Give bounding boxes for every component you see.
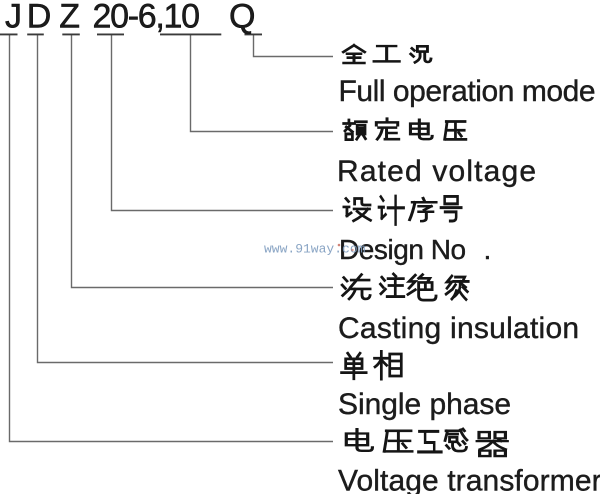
- svg-text:Single phase: Single phase: [338, 388, 511, 421]
- svg-text:D: D: [27, 0, 52, 36]
- svg-text:Voltage transformer: Voltage transformer: [338, 465, 600, 494]
- svg-text:Q: Q: [229, 0, 255, 36]
- svg-text:20-6,10: 20-6,10: [93, 0, 200, 36]
- svg-text:Casting insulation: Casting insulation: [338, 312, 579, 345]
- svg-text:www.91way.com: www.91way.com: [264, 241, 366, 256]
- svg-text:Full operation mode: Full operation mode: [339, 75, 596, 108]
- svg-text:.: .: [484, 234, 492, 265]
- svg-text:Design No: Design No: [339, 234, 466, 265]
- svg-text:Z: Z: [59, 0, 80, 36]
- svg-text:Rated voltage: Rated voltage: [337, 155, 537, 188]
- svg-text:J: J: [5, 0, 22, 36]
